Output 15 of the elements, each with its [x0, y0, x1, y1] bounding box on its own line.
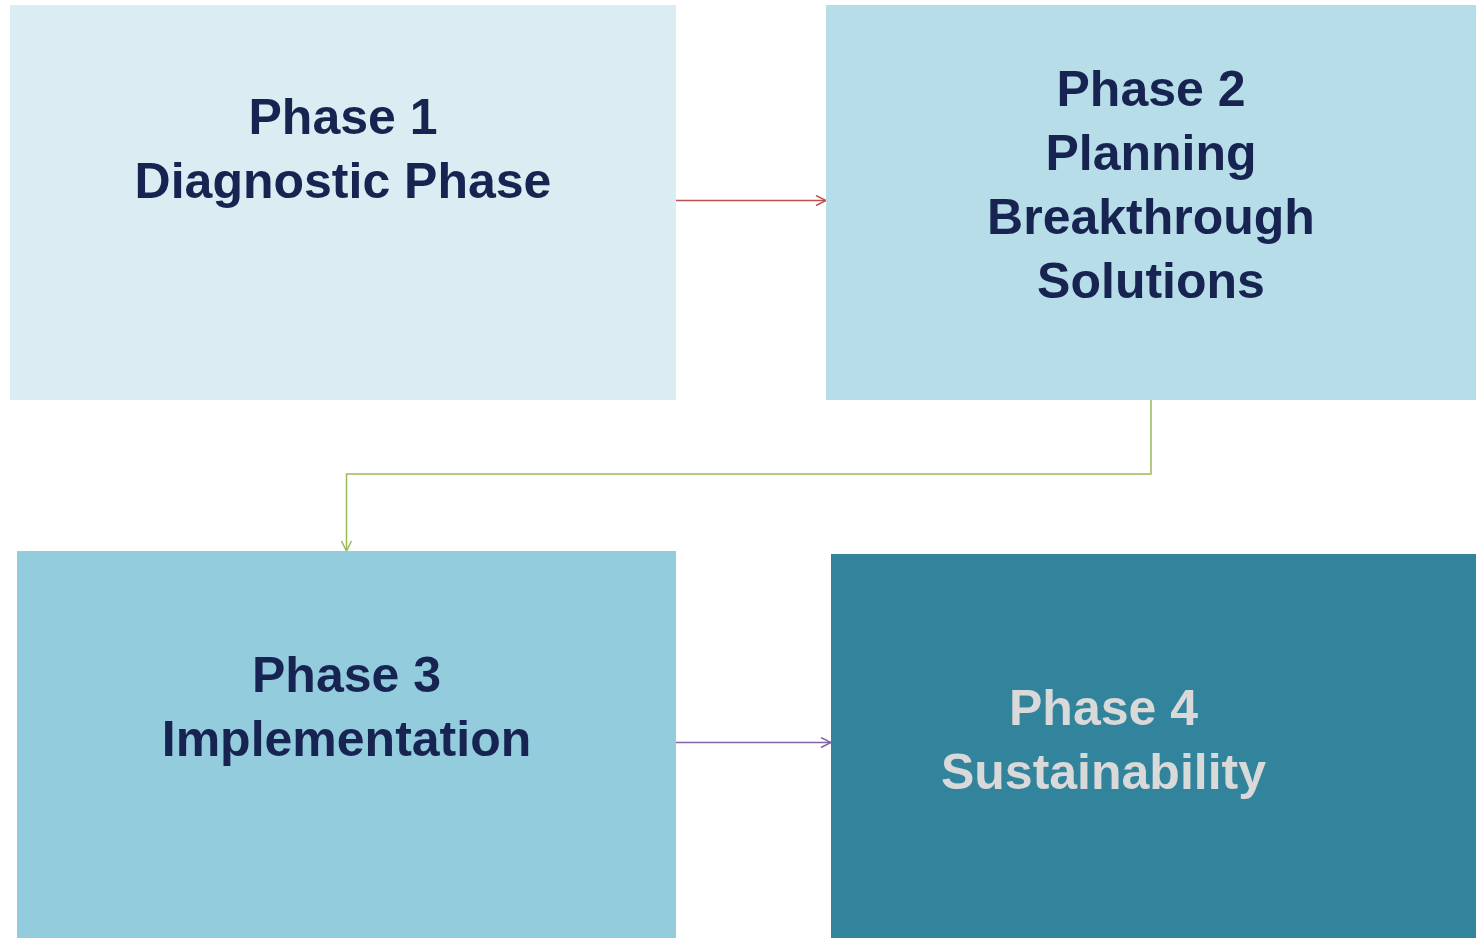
phase-box — [826, 5, 1476, 400]
phase-name: Planning Breakthrough Solutions — [986, 124, 1316, 311]
phase-box — [17, 551, 676, 938]
arrow — [340, 399, 1152, 552]
arrow — [675, 736, 832, 749]
phase-box — [831, 554, 1476, 938]
phase-name: Diagnostic Phase — [134, 152, 552, 211]
phase-title: Phase 1 — [248, 88, 438, 147]
phase-name: Sustainability — [940, 743, 1267, 802]
phase-title: Phase 2 — [1056, 60, 1246, 119]
phase-box — [10, 5, 676, 400]
phase-title: Phase 4 — [1009, 679, 1198, 738]
phase-name: Implementation — [161, 710, 532, 769]
arrow — [675, 194, 827, 207]
phase-title: Phase 3 — [252, 646, 441, 705]
